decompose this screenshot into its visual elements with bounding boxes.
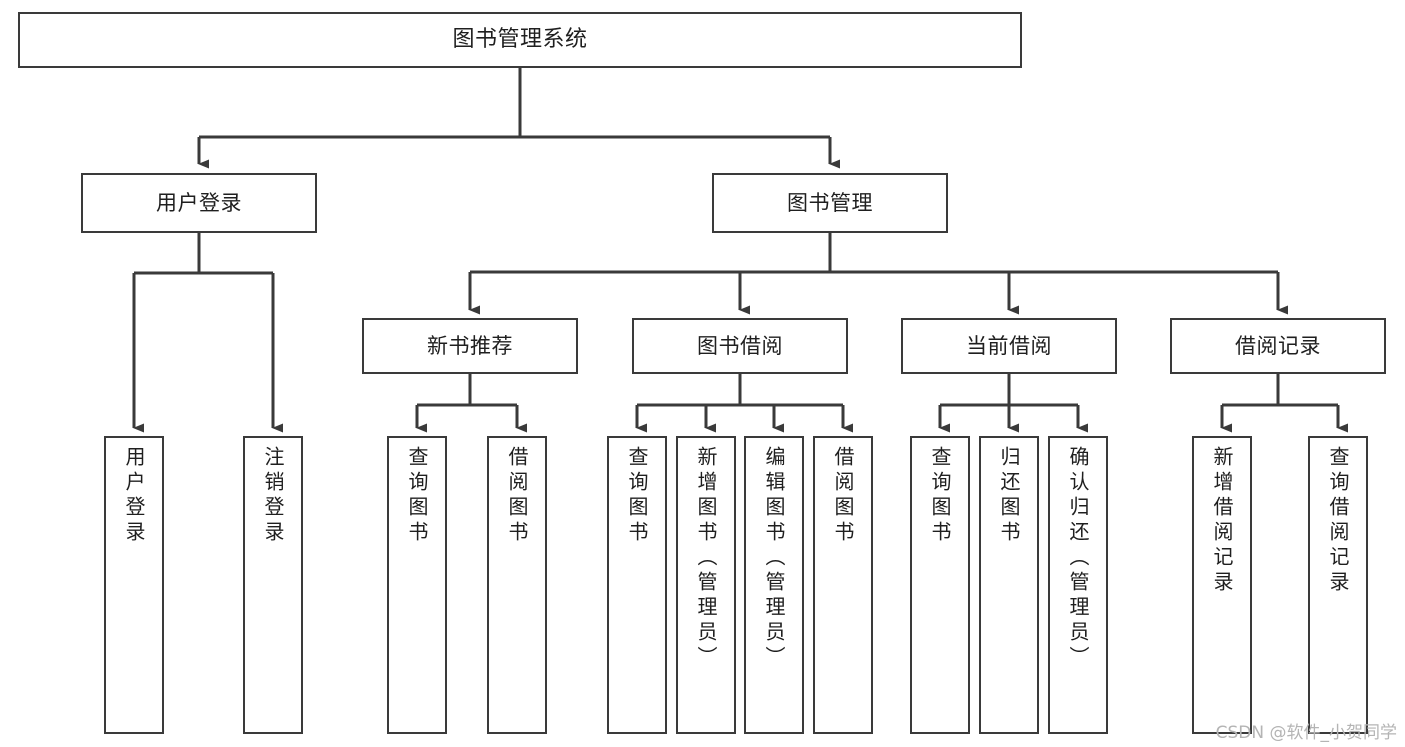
node-label: 用户登录 bbox=[156, 190, 242, 215]
node-leaf-query-record[interactable]: 查询借阅记录 bbox=[1308, 436, 1368, 734]
node-leaf-borrow-book-1[interactable]: 借阅图书 bbox=[487, 436, 547, 734]
node-leaf-edit-book[interactable]: 编辑图书（管理员） bbox=[744, 436, 804, 734]
node-label: 编辑图书（管理员） bbox=[762, 446, 786, 671]
node-label: 新书推荐 bbox=[427, 333, 513, 358]
node-leaf-add-book[interactable]: 新增图书（管理员） bbox=[676, 436, 736, 734]
watermark-text: CSDN @软件_小贺同学 bbox=[1215, 723, 1397, 743]
node-label: 查询图书 bbox=[405, 446, 429, 546]
node-label: 借阅图书 bbox=[505, 446, 529, 546]
node-label: 当前借阅 bbox=[966, 333, 1052, 358]
node-label: 借阅记录 bbox=[1235, 333, 1321, 358]
node-leaf-add-record[interactable]: 新增借阅记录 bbox=[1192, 436, 1252, 734]
node-label: 图书管理 bbox=[787, 190, 873, 215]
node-label: 查询图书 bbox=[625, 446, 649, 546]
node-leaf-borrow-book-2[interactable]: 借阅图书 bbox=[813, 436, 873, 734]
node-leaf-logout-login[interactable]: 注销登录 bbox=[243, 436, 303, 734]
node-label: 图书借阅 bbox=[697, 333, 783, 358]
node-leaf-confirm-return[interactable]: 确认归还（管理员） bbox=[1048, 436, 1108, 734]
node-borrow-record[interactable]: 借阅记录 bbox=[1170, 318, 1386, 374]
node-label: 借阅图书 bbox=[831, 446, 855, 546]
node-leaf-query-book-2[interactable]: 查询图书 bbox=[607, 436, 667, 734]
node-book-management[interactable]: 图书管理 bbox=[712, 173, 948, 233]
node-book-borrow[interactable]: 图书借阅 bbox=[632, 318, 848, 374]
node-label: 确认归还（管理员） bbox=[1066, 446, 1090, 671]
node-new-book-recommend[interactable]: 新书推荐 bbox=[362, 318, 578, 374]
node-label: 注销登录 bbox=[261, 446, 285, 546]
node-leaf-query-book-3[interactable]: 查询图书 bbox=[910, 436, 970, 734]
node-label: 查询图书 bbox=[928, 446, 952, 546]
node-label: 查询借阅记录 bbox=[1326, 446, 1350, 596]
node-label: 新增图书（管理员） bbox=[694, 446, 718, 671]
node-label: 用户登录 bbox=[122, 446, 146, 546]
node-leaf-query-book-1[interactable]: 查询图书 bbox=[387, 436, 447, 734]
node-label: 图书管理系统 bbox=[452, 27, 588, 53]
node-label: 新增借阅记录 bbox=[1210, 446, 1234, 596]
node-leaf-return-book[interactable]: 归还图书 bbox=[979, 436, 1039, 734]
node-current-borrow[interactable]: 当前借阅 bbox=[901, 318, 1117, 374]
node-label: 归还图书 bbox=[997, 446, 1021, 546]
node-root-book-management-system[interactable]: 图书管理系统 bbox=[18, 12, 1022, 68]
node-user-login[interactable]: 用户登录 bbox=[81, 173, 317, 233]
node-leaf-user-login[interactable]: 用户登录 bbox=[104, 436, 164, 734]
